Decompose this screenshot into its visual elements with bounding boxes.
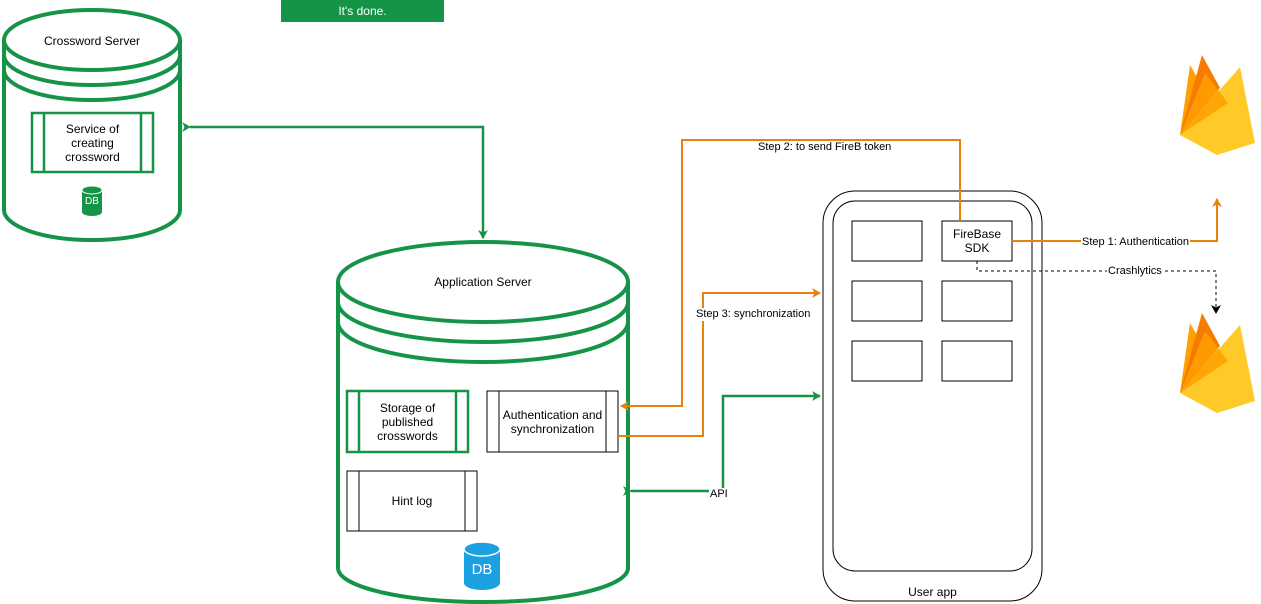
edge-step3: [618, 288, 821, 437]
service-creating-crossword-label: Service of creating crossword: [65, 121, 120, 164]
auth-box: [486, 390, 619, 453]
done-status-button[interactable]: It's done.: [281, 0, 444, 22]
crossword-db-icon: [81, 185, 103, 216]
user-app-caption: User app: [908, 585, 957, 599]
crossword-server-title: Crossword Server: [43, 34, 141, 48]
step2-label: Step 2: to send FireB token: [757, 141, 893, 154]
edge-api: [623, 391, 821, 496]
edge-crashlytics: [976, 261, 1221, 314]
firebase-sdk-label: FireBase SDK: [952, 227, 1002, 255]
application-server-title: Application Server: [434, 275, 532, 289]
hint-log-label: Hint log: [391, 494, 433, 508]
step1-label: Step 1: Authentication: [1081, 236, 1191, 249]
crashlytics-label: Crashlytics: [1107, 265, 1163, 278]
edge-step1: [1012, 198, 1222, 242]
user-app-phone: [822, 190, 1043, 602]
step3-label: Step 3: synchronization: [695, 308, 812, 321]
edge-crossword-app: [182, 122, 488, 239]
crossword-server-cylinder: [1, 8, 182, 242]
crossword-db-label: DB: [85, 196, 99, 207]
hint-log-box: [346, 470, 478, 532]
auth-label: Authentication and synchronization: [502, 407, 603, 436]
storage-label: Storage of published crosswords: [377, 400, 438, 443]
api-label: API: [709, 488, 729, 501]
app-db-icon: [463, 541, 501, 590]
edge-step2: [620, 139, 961, 411]
application-server-cylinder: [336, 240, 630, 604]
storage-box: [345, 389, 470, 454]
app-db-label: DB: [471, 561, 493, 578]
service-creating-crossword-box: [30, 111, 155, 174]
firebase-logo-top: [1180, 55, 1255, 155]
firebase-logo-bottom: [1180, 313, 1255, 413]
